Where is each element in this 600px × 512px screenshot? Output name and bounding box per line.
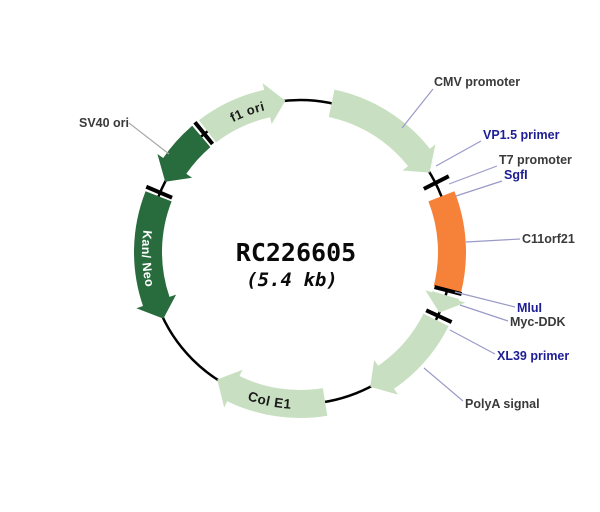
label-sgfi: SgfI <box>504 168 528 182</box>
plasmid-title: RC226605 <box>236 238 356 267</box>
label-t7-promoter: T7 promoter <box>499 153 572 167</box>
label-vp15-primer: VP1.5 primer <box>483 128 560 142</box>
feature-col-e1 <box>217 369 328 418</box>
leader-c11orf21 <box>465 238 521 243</box>
leader-polya-signal <box>423 367 464 402</box>
label-c11orf21: C11orf21 <box>522 232 575 246</box>
leader-cmv-promoter <box>401 88 434 129</box>
label-polya-signal: PolyA signal <box>465 397 540 411</box>
tick-backbone-site-3 <box>193 120 215 146</box>
leader-sv40-ori <box>128 122 170 155</box>
plasmid-size: (5.4 kb) <box>246 269 338 291</box>
leader-xl39-primer <box>449 329 496 355</box>
label-xl39-primer: XL39 primer <box>497 349 569 363</box>
tick-backbone-site-1 <box>425 308 453 324</box>
label-myc-ddk: Myc-DDK <box>510 315 566 329</box>
leader-vp15-primer <box>435 140 482 167</box>
tick-t7-promoter-site <box>422 174 450 191</box>
label-mlui: MluI <box>517 301 542 315</box>
feature-kan-neo <box>134 191 177 319</box>
tick-backbone-site-2 <box>145 184 173 200</box>
feature-c11orf21 <box>428 191 467 293</box>
band-label-kan-neo: Kan/ Neo <box>139 230 157 289</box>
feature-f1-ori <box>198 83 286 143</box>
feature-sv40-ori <box>157 125 211 182</box>
leader-t7-promoter <box>448 165 498 185</box>
leader-mlui <box>454 291 516 308</box>
leader-sgfi <box>455 180 503 197</box>
label-cmv-promoter: CMV promoter <box>434 75 520 89</box>
feature-myc-ddk <box>425 290 466 313</box>
label-sv40-ori: SV40 ori <box>79 116 129 130</box>
feature-cmv-promoter <box>328 89 436 173</box>
band-label-text-kan-neo: Kan/ Neo <box>139 230 156 289</box>
leader-myc-ddk <box>459 304 509 322</box>
feature-polya-signal <box>370 313 449 395</box>
